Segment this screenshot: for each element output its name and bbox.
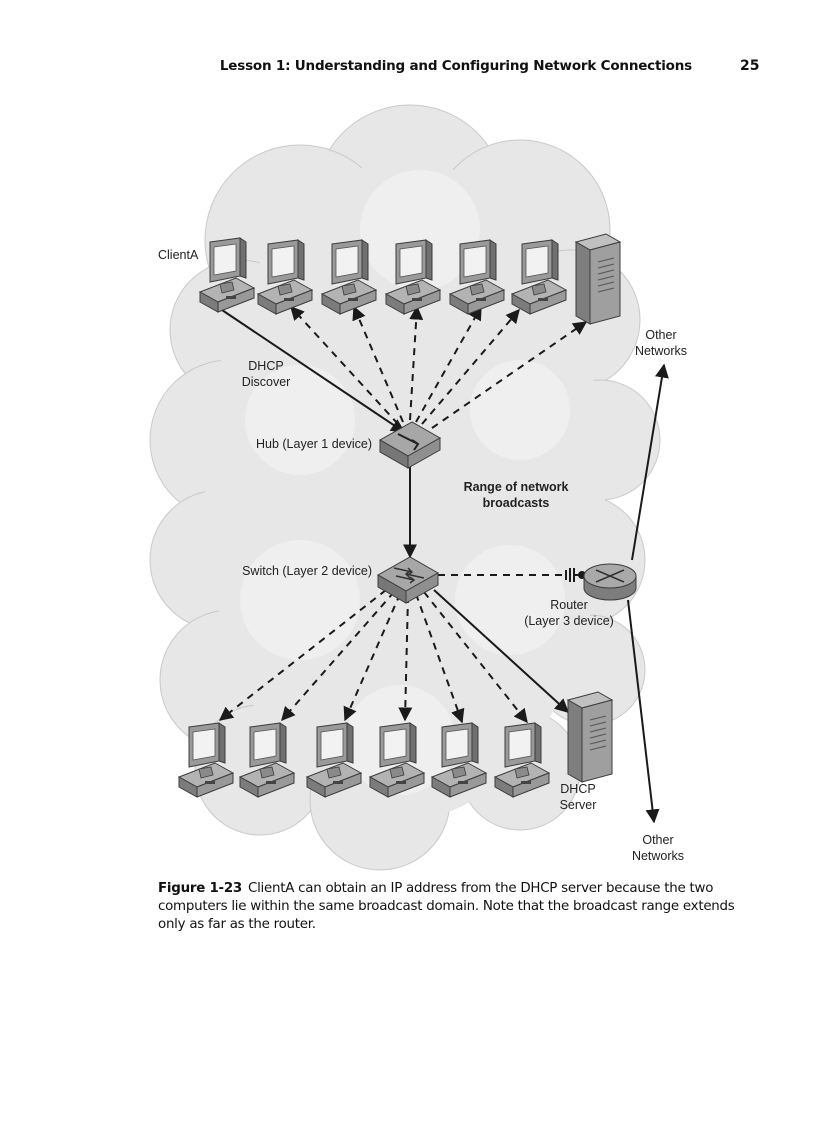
broadcast-line — [415, 305, 482, 423]
broadcast-line — [409, 305, 424, 421]
dhcp-server-icon — [567, 691, 613, 783]
router-label: (Layer 3 device) — [524, 614, 614, 628]
broadcast-line — [281, 591, 395, 722]
broadcast-line — [352, 305, 404, 423]
dhcp-discover-label: DHCP — [248, 359, 283, 373]
hub-label: Hub (Layer 1 device) — [256, 437, 372, 451]
dhcp-discover-line — [221, 309, 406, 433]
router-uplink-line — [631, 363, 669, 561]
network-diagram: ClientA DHCP Discover Hub (Layer 1 devic… — [149, 104, 687, 871]
broadcast-line — [431, 321, 588, 429]
switch-icon — [376, 556, 440, 604]
range-label: broadcasts — [483, 496, 550, 510]
other-networks-label: Other — [645, 328, 676, 342]
switch-label: Switch (Layer 2 device) — [242, 564, 372, 578]
page-number: 25 — [740, 58, 760, 74]
broadcast-line — [218, 589, 387, 721]
broadcast-line — [415, 593, 465, 724]
other-networks-label: Networks — [632, 849, 684, 863]
router-icon — [583, 563, 637, 601]
dhcp-server-label: DHCP — [560, 782, 595, 796]
server-icon — [575, 233, 621, 325]
figure-number: Figure 1-23 — [158, 881, 242, 896]
other-networks-label: Networks — [635, 344, 687, 358]
dhcp-server-label: Server — [560, 798, 597, 812]
dhcp-discover-label: Discover — [242, 375, 291, 389]
broadcast-line — [423, 591, 528, 724]
running-head-title: Lesson 1: Understanding and Configuring … — [219, 58, 692, 74]
clienta-label: ClientA — [158, 248, 199, 262]
router-downlink-line — [627, 599, 660, 824]
hub-icon — [378, 421, 442, 469]
caption-text: ClientA can obtain an IP address from th… — [158, 881, 735, 932]
other-networks-label: Other — [642, 833, 673, 847]
router-label: Router — [550, 598, 588, 612]
broadcast-line — [290, 305, 399, 425]
switch-server-line — [433, 589, 570, 713]
running-head: Lesson 1: Understanding and Configuring … — [0, 58, 816, 78]
broadcast-line — [343, 593, 401, 722]
range-label: Range of network — [464, 480, 569, 494]
